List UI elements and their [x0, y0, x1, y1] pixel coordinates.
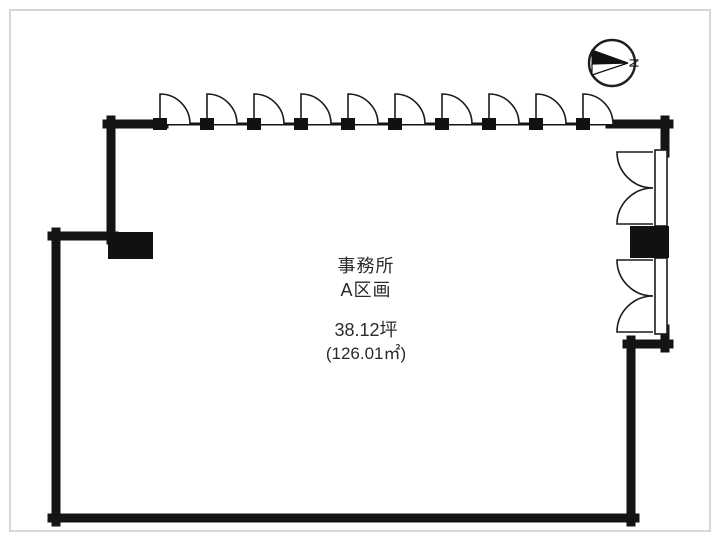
room-section: A区画 [340, 280, 392, 300]
right-casement-window-lower [616, 257, 668, 335]
top-wall-mullions [153, 118, 590, 130]
area-square-meters: (126.01㎡) [325, 344, 407, 363]
right-casement-window-upper [616, 149, 668, 227]
compass-n-label: N [627, 58, 642, 67]
left-pillar [108, 232, 153, 259]
top-window-doors [159, 93, 614, 125]
north-compass-icon: N [587, 38, 642, 88]
label-spacer [278, 302, 454, 318]
pillars [108, 226, 669, 259]
right-pillar [630, 226, 669, 258]
walls [47, 115, 674, 527]
room-name: 事務所 [337, 256, 395, 276]
area-tsubo: 38.12坪 [334, 320, 398, 340]
room-label-block: 事務所 A区画 38.12坪 (126.01㎡) [278, 254, 454, 366]
